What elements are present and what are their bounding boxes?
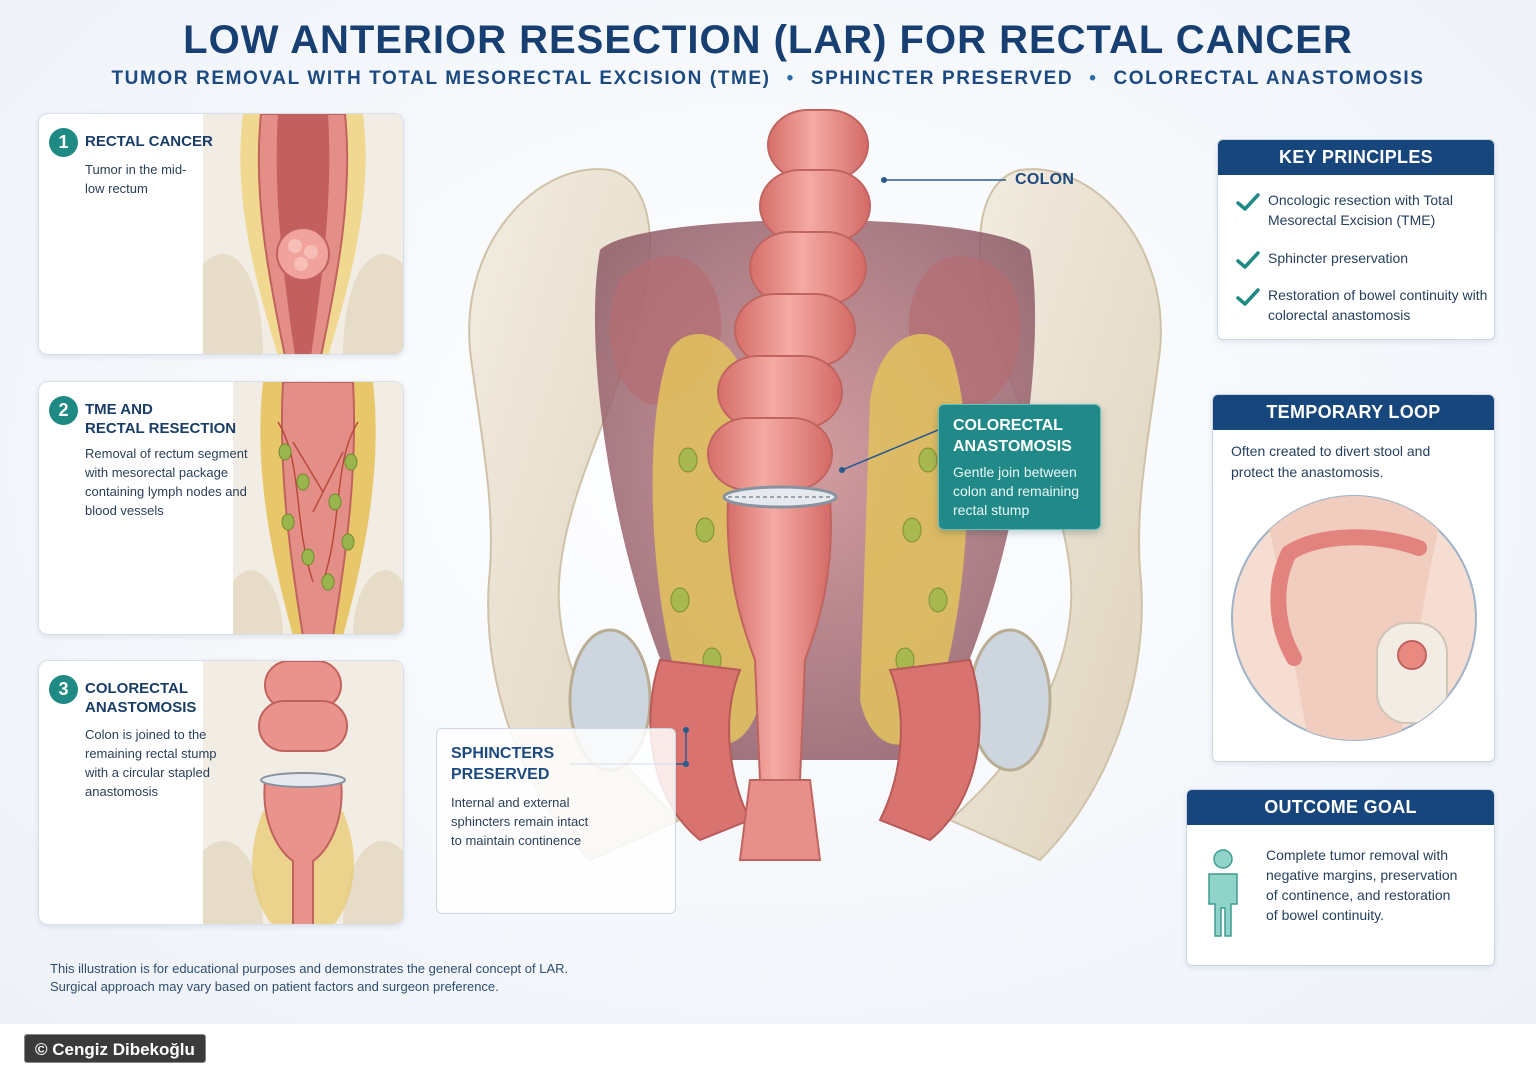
main-anatomy-illustration [468, 109, 1162, 862]
outcome-goal-panel: OUTCOME GOAL Complete tumor removal with… [1186, 789, 1495, 966]
check-icon [1236, 251, 1260, 269]
ileostomy-illustration [1231, 495, 1477, 741]
ileostomy-description: Often created to divert stool and protec… [1231, 443, 1431, 480]
sphincters-callout-title: SPHINCTERS PRESERVED [451, 745, 555, 783]
disclaimer-line-2: Surgical approach may vary based on pati… [50, 979, 499, 994]
key-principle-text: Sphincter preservation [1268, 250, 1409, 266]
disclaimer-line-1: This illustration is for educational pur… [50, 961, 569, 976]
check-icon [1236, 193, 1260, 211]
ileostomy-heading: TEMPORARY LOOP ILEOSTOMY [1213, 395, 1494, 457]
step-title: COLORECTAL ANASTOMOSIS [85, 680, 197, 716]
key-principles-heading: KEY PRINCIPLES [1218, 140, 1494, 175]
anastomosis-callout: COLORECTAL ANASTOMOSIS Gentle join betwe… [938, 404, 1101, 530]
key-principle-text: Oncologic resection with Total Mesorecta… [1268, 192, 1453, 228]
key-principle-text: Restoration of bowel continuity with col… [1268, 287, 1488, 323]
step-panel-3: 3 COLORECTAL ANASTOMOSIS Colon is joined… [38, 660, 404, 925]
step-description: Tumor in the mid- low rectum [85, 162, 187, 196]
step-title: TME AND RECTAL RESECTION [85, 401, 237, 437]
subtitle-part-3: COLORECTAL ANASTOMOSIS [1113, 68, 1425, 89]
step-description: Colon is joined to the remaining rectal … [85, 727, 217, 799]
key-principles-panel: KEY PRINCIPLES Oncologic resection with … [1217, 139, 1495, 340]
subtitle-part-1: TUMOR REMOVAL WITH TOTAL MESORECTAL EXCI… [111, 68, 771, 89]
credit-badge: © Cengiz Dibekoğlu [24, 1034, 206, 1063]
step-panel-2: 2 TME AND RECTAL RESECTION Removal of re… [38, 381, 404, 635]
anastomosis-callout-description: Gentle join between colon and remaining … [953, 464, 1080, 518]
sphincters-callout-description: Internal and external sphincters remain … [451, 795, 589, 848]
step-number-badge: 3 [49, 675, 78, 704]
outcome-goal-heading: OUTCOME GOAL [1187, 790, 1494, 825]
subtitle-separator: • [786, 68, 795, 89]
anastomosis-callout-title: COLORECTAL ANASTOMOSIS [953, 417, 1072, 455]
page-subtitle: TUMOR REMOVAL WITH TOTAL MESORECTAL EXCI… [0, 68, 1536, 90]
rectal-cancer-illustration [203, 114, 403, 354]
subtitle-part-2: SPHINCTER PRESERVED [810, 68, 1074, 89]
step-description: Removal of rectum segment with mesorecta… [85, 446, 248, 518]
colon-label: COLON [1015, 171, 1075, 188]
page-title: LOW ANTERIOR RESECTION (LAR) FOR RECTAL … [183, 18, 1353, 62]
sphincters-callout: SPHINCTERS PRESERVED Internal and extern… [436, 728, 676, 914]
disclaimer: This illustration is for educational pur… [50, 960, 568, 996]
outcome-goal-description: Complete tumor removal with negative mar… [1266, 847, 1458, 923]
step-number-badge: 2 [49, 396, 78, 425]
step-panel-1: 1 RECTAL CANCER Tumor in the mid- low re… [38, 113, 404, 355]
check-icon [1236, 288, 1260, 306]
step-title: RECTAL CANCER [85, 133, 213, 150]
anastomosis-step-illustration [203, 661, 403, 924]
subtitle-separator: • [1089, 68, 1098, 89]
ileostomy-panel: TEMPORARY LOOP ILEOSTOMY Often created t… [1212, 394, 1495, 762]
tme-resection-illustration [233, 382, 403, 634]
person-icon [1208, 849, 1238, 937]
step-number-badge: 1 [49, 128, 78, 157]
